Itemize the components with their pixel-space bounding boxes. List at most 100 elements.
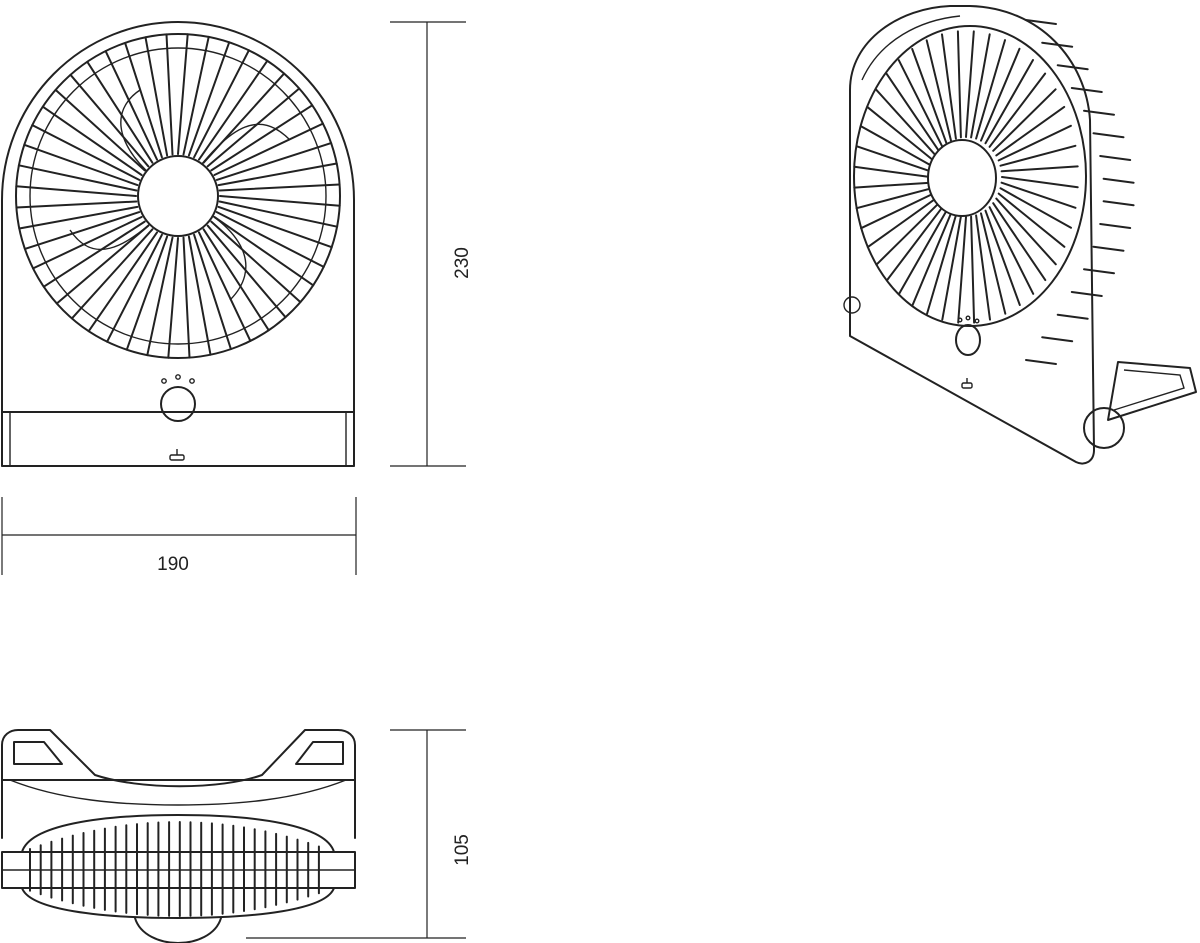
guard-spoke [217,205,333,249]
guard-spoke [1025,19,1057,25]
front-view [1,21,355,467]
top-view-motor [134,917,222,943]
top-view-cage [21,814,335,853]
front-hub [137,155,219,237]
guard-spoke [23,211,141,250]
guard-spoke [219,195,341,207]
guard-spoke [1041,336,1074,343]
perspective-speed-dot-2 [965,315,971,321]
guard-spoke [999,187,1072,229]
guard-spoke [984,209,1021,306]
guard-spoke [1056,64,1089,71]
guard-spoke [69,73,150,168]
height-value: 230 [452,247,473,279]
guard-spoke [897,59,944,148]
perspective-stand [1107,361,1197,421]
guard-spoke [15,185,137,197]
guard-spoke [853,181,932,189]
speed-indicator-dot-3 [189,378,195,384]
top-view [1,729,356,943]
guard-spoke [911,212,952,307]
perspective-rear-fins [1025,19,1135,365]
width-value: 190 [157,554,189,575]
guard-spoke [104,50,158,161]
perspective-speed-dot-3 [974,318,980,324]
speed-indicator-dot-1 [161,378,167,384]
width-dimension: 190 [1,497,357,575]
guard-spoke [875,88,937,157]
guard-spoke [975,214,991,321]
power-button [160,386,196,422]
perspective-usb-icon [961,378,973,389]
guard-spoke [925,39,952,142]
front-guard-outer-ring [15,33,341,359]
guard-spoke [885,206,944,282]
front-left-foot [1,411,11,467]
guard-spoke [988,72,1047,148]
guard-spoke [1092,132,1125,139]
guard-spoke [206,87,301,168]
guard-spoke [875,202,940,266]
guard-spoke [41,105,143,176]
guard-spoke [970,215,976,324]
top-view-left-slot [13,741,63,765]
guard-spoke [860,192,935,230]
guard-spoke [965,30,975,138]
guard-spoke [975,39,1006,140]
guard-spoke [167,237,179,359]
guard-spoke [1056,313,1089,320]
guard-spoke [32,216,143,270]
guard-spoke [218,183,341,192]
guard-spoke [218,200,339,228]
guard-spoke [202,228,270,332]
guard-spoke [125,235,169,351]
guard-spoke [1102,177,1135,184]
guard-spoke [866,197,937,249]
guard-spoke [885,72,940,152]
guard-spoke [202,72,286,164]
guard-spoke [87,231,158,333]
guard-spoke [988,206,1035,295]
guard-spoke [1025,359,1057,365]
guard-spoke [177,33,189,155]
guard-spoke [187,41,231,157]
guard-spoke [17,164,138,192]
guard-spoke [144,36,169,157]
usb-port-icon [169,449,185,461]
guard-spoke [23,143,139,187]
guard-spoke [1070,291,1103,297]
guard-spoke [182,35,210,156]
perspective-view [843,5,1197,465]
guard-spoke [86,60,154,164]
guard-spoke [198,59,269,161]
guard-spoke [999,144,1077,167]
guard-spoke [213,122,324,176]
perspective-housing [849,5,1095,465]
perspective-hub [927,139,997,217]
perspective-guard-spokes [853,30,1079,324]
guard-spoke [210,220,302,304]
guard-spoke [980,212,1007,315]
guard-spoke [957,216,967,324]
guard-spoke [1083,268,1115,275]
front-housing [1,21,355,467]
guard-spoke [1070,87,1103,93]
perspective-hinge [1083,407,1125,449]
guard-spoke [106,233,163,343]
guard-spoke [1099,223,1132,229]
front-guard-inner-ring [29,47,327,345]
guard-spoke [215,211,325,268]
guard-spoke [911,48,948,145]
perspective-speed-dot-1 [957,317,963,323]
front-guard-spokes [15,33,341,359]
guard-spoke [995,197,1057,266]
guard-spoke [1001,176,1079,189]
perspective-housing-edge [861,15,961,81]
guard-spoke [217,162,338,187]
guard-spoke [187,235,212,356]
depth-value: 105 [452,834,473,866]
guard-spoke [970,33,991,139]
guard-spoke [42,220,146,288]
guard-spoke [193,233,232,351]
